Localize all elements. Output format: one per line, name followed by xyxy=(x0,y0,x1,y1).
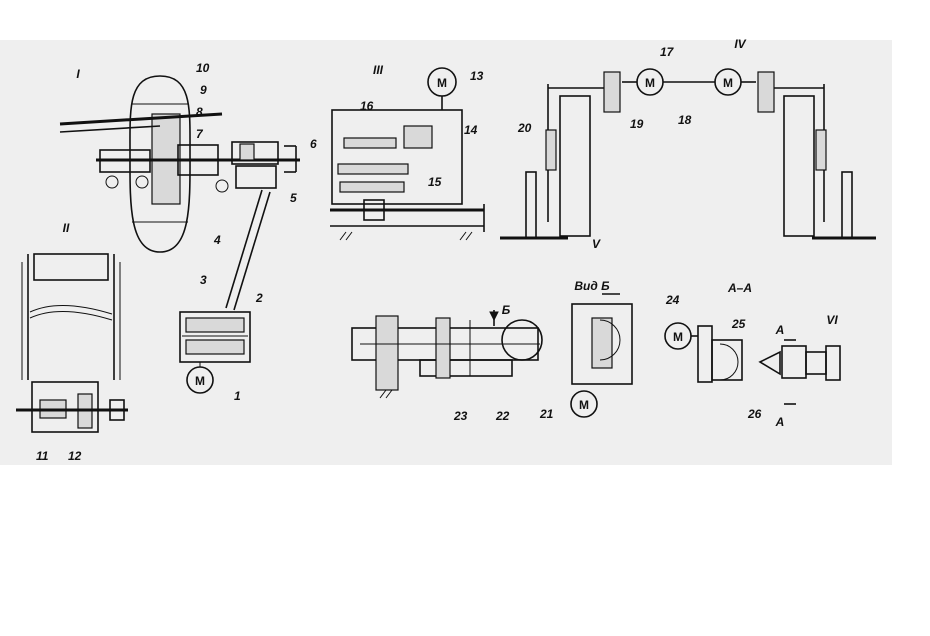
scan-background xyxy=(0,40,892,465)
part-4: 4 xyxy=(213,233,221,247)
part-22: 22 xyxy=(495,409,510,423)
part-14: 14 xyxy=(464,123,478,137)
part-11: 11 xyxy=(36,449,49,463)
frame-top-beam xyxy=(33,253,109,281)
part-7: 7 xyxy=(196,127,204,141)
chain-drive xyxy=(225,189,263,309)
label-group-i: I xyxy=(76,67,80,81)
part-26: 26 xyxy=(747,407,762,421)
part-23: 23 xyxy=(453,409,468,423)
part-17: 17 xyxy=(660,45,675,59)
label-group-vi: VI xyxy=(826,313,838,327)
part-9: 9 xyxy=(200,83,207,97)
group-i-drum-drive: М xyxy=(59,75,300,394)
label-group-iv: IV xyxy=(734,37,746,51)
label-group-ii: II xyxy=(63,221,70,235)
motor-1-symbol: М xyxy=(195,374,205,388)
part-16: 16 xyxy=(360,99,374,113)
part-5: 5 xyxy=(290,191,297,205)
drive-housing xyxy=(31,381,99,433)
part-21: 21 xyxy=(539,407,554,421)
motor-24-symbol: М xyxy=(673,330,683,344)
motor-13-symbol: М xyxy=(437,76,447,90)
group-iv-twin-hoist: М М xyxy=(500,68,876,240)
part-10: 10 xyxy=(196,61,210,75)
part-12: 12 xyxy=(68,449,82,463)
motor-17-right-symbol: М xyxy=(723,76,733,90)
part-13: 13 xyxy=(470,69,484,83)
part-25: 25 xyxy=(731,317,746,331)
label-vid-b: Вид Б xyxy=(574,279,610,293)
label-arrow-b: Б xyxy=(502,303,511,317)
label-group-iii: III xyxy=(373,63,384,77)
part-3: 3 xyxy=(200,273,207,287)
part-2: 2 xyxy=(255,291,263,305)
part-18: 18 xyxy=(678,113,692,127)
part-6: 6 xyxy=(310,137,317,151)
group-ii-frame xyxy=(16,253,128,433)
motor-17-left-symbol: М xyxy=(645,76,655,90)
gearbox-2 xyxy=(179,311,251,363)
gear-train-22-23 xyxy=(351,310,543,399)
group-iii-gear-stand: М xyxy=(330,67,485,241)
label-cut-a-top: А xyxy=(775,323,785,337)
motor-21-symbol: М xyxy=(579,398,589,412)
label-group-v: V xyxy=(592,237,601,251)
part-24: 24 xyxy=(665,293,680,307)
section-a-a-group-vi: М xyxy=(664,322,841,405)
view-b: М xyxy=(570,293,633,418)
part-8: 8 xyxy=(196,105,203,119)
part-1: 1 xyxy=(234,389,241,403)
label-cut-a-bottom: А xyxy=(775,415,785,429)
part-20: 20 xyxy=(517,121,532,135)
part-19: 19 xyxy=(630,117,644,131)
part-15: 15 xyxy=(428,175,442,189)
motor-21 xyxy=(570,390,598,418)
label-section-aa: А–А xyxy=(727,281,752,295)
